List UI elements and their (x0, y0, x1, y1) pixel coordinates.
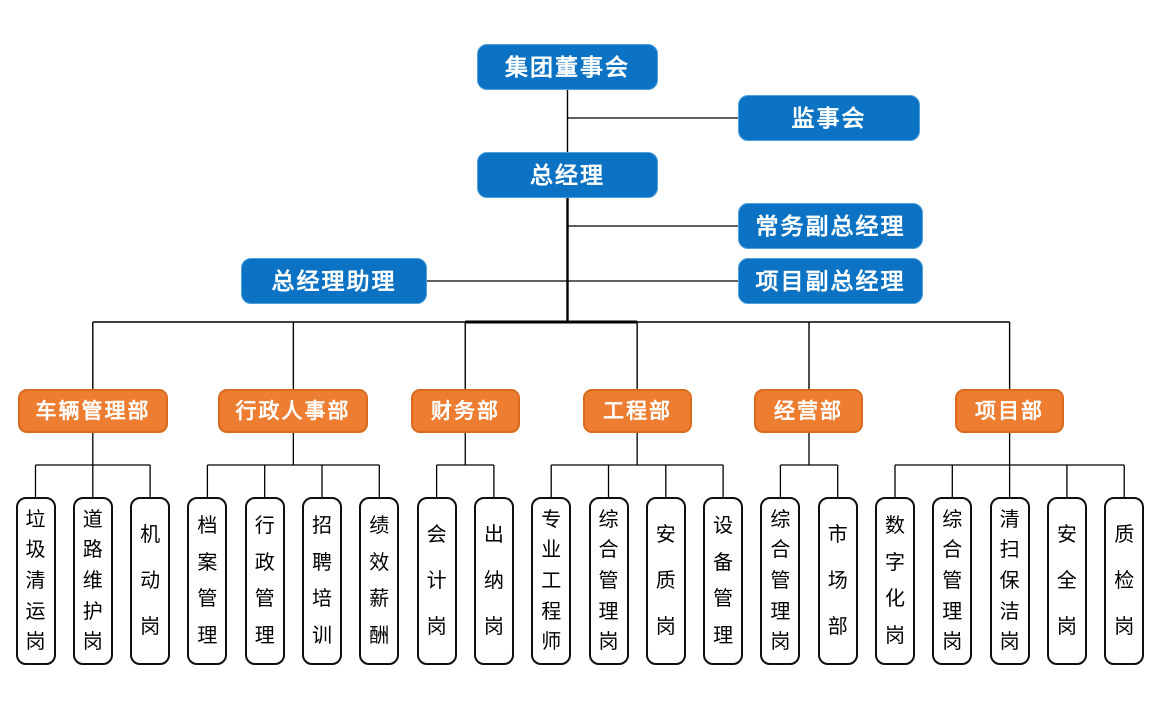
dept-project: 项目部 (955, 389, 1064, 433)
node-supervisory-board: 监事会 (738, 95, 920, 141)
position-box: 出纳岗 (473, 497, 514, 665)
position-box: 综合管理岗 (932, 497, 973, 665)
position-box: 招聘培训 (302, 497, 342, 665)
position-label: 市场部 (827, 524, 848, 638)
position-box: 安质岗 (645, 497, 686, 665)
dept-admin-hr: 行政人事部 (218, 389, 368, 433)
position-label: 综合管理岗 (942, 508, 963, 654)
node-general-manager: 总经理 (477, 152, 658, 198)
position-label: 出纳岗 (483, 524, 504, 638)
position-box: 综合管理岗 (588, 497, 629, 665)
position-box: 市场部 (817, 497, 858, 665)
position-box: 道路维护岗 (72, 497, 113, 665)
position-label: 质检岗 (1114, 524, 1135, 638)
position-box: 安全岗 (1046, 497, 1087, 665)
position-label: 安质岗 (655, 524, 676, 638)
position-box: 清扫保洁岗 (989, 497, 1030, 665)
position-box: 专业工程师 (531, 497, 572, 665)
position-label: 会计岗 (426, 524, 447, 638)
position-label: 档案管理 (197, 514, 218, 648)
position-label: 招聘培训 (312, 514, 332, 648)
position-box: 会计岗 (416, 497, 457, 665)
position-box: 机动岗 (130, 497, 171, 665)
position-box: 质检岗 (1104, 497, 1145, 665)
node-gm-assistant: 总经理助理 (241, 258, 427, 304)
position-label: 数字化岗 (885, 514, 905, 648)
position-label: 清扫保洁岗 (999, 508, 1020, 654)
dept-finance: 财务部 (411, 389, 520, 433)
position-label: 综合管理岗 (770, 508, 791, 654)
position-label: 行政管理 (254, 514, 275, 648)
node-executive-deputy-gm: 常务副总经理 (738, 203, 923, 249)
dept-vehicle-management: 车辆管理部 (18, 389, 168, 433)
position-label: 安全岗 (1056, 524, 1077, 638)
position-label: 垃圾清运岗 (25, 508, 46, 654)
dept-operations: 经营部 (754, 389, 863, 433)
position-box: 综合管理岗 (760, 497, 801, 665)
position-box: 行政管理 (244, 497, 285, 665)
position-label: 绩效薪酬 (369, 514, 390, 648)
node-project-deputy-gm: 项目副总经理 (738, 258, 923, 304)
position-box: 设备管理 (703, 497, 744, 665)
position-label: 道路维护岗 (82, 508, 103, 654)
position-box: 档案管理 (187, 497, 228, 665)
position-box: 垃圾清运岗 (15, 497, 56, 665)
position-label: 综合管理岗 (598, 508, 619, 654)
position-label: 机动岗 (140, 524, 161, 638)
position-label: 专业工程师 (541, 508, 562, 654)
position-box: 绩效薪酬 (359, 497, 400, 665)
position-box: 数字化岗 (875, 497, 915, 665)
position-label: 设备管理 (713, 514, 734, 648)
node-group-board: 集团董事会 (477, 44, 658, 90)
dept-engineering: 工程部 (583, 389, 692, 433)
